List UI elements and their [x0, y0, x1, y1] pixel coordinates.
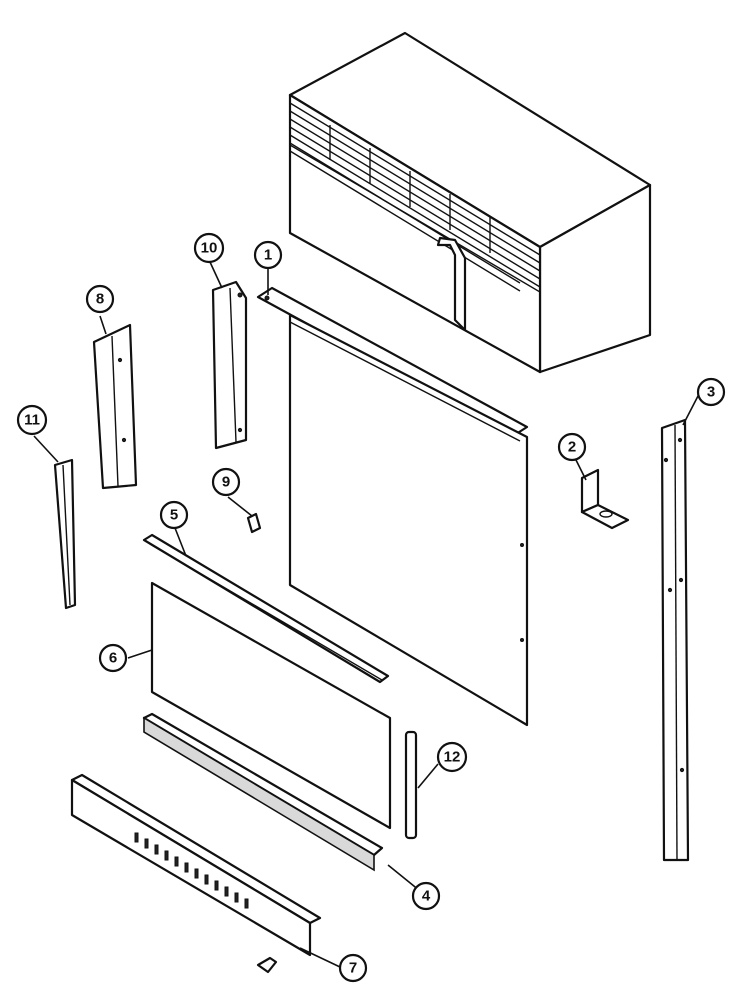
part-6-panel: [150, 581, 392, 830]
callout-3: 3: [696, 377, 726, 407]
callout-label-7: 7: [349, 960, 357, 977]
callout-label-9: 9: [222, 474, 230, 491]
callout-5: 5: [159, 500, 189, 530]
part-11-strip: [53, 458, 77, 610]
part-8-channel: [92, 323, 138, 490]
callout-11: 11: [16, 404, 48, 436]
callout-10: 10: [193, 232, 225, 264]
part-1-top-angle-and-panel: [256, 286, 529, 727]
callout-12: 12: [436, 741, 468, 773]
part-2-bracket: [580, 468, 630, 530]
part-4-bottom-channel: [142, 712, 384, 872]
callout-label-8: 8: [96, 291, 104, 308]
callout-7: 7: [338, 953, 368, 983]
panel-handle: [436, 236, 467, 332]
callout-label-11: 11: [24, 412, 40, 429]
leader-lines: [33, 261, 699, 968]
knob-screw: [256, 956, 278, 974]
base-louver-slots: [134, 832, 249, 909]
part-5-top-strip: [142, 533, 390, 684]
callout-label-4: 4: [422, 888, 431, 905]
part-12-gasket: [404, 730, 418, 840]
callout-label-5: 5: [170, 507, 178, 524]
callout-label-2: 2: [568, 439, 576, 456]
callout-8: 8: [85, 284, 115, 314]
callout-4: 4: [411, 881, 441, 911]
part-3-side-rail: [660, 418, 690, 862]
callout-label-10: 10: [201, 240, 218, 257]
part-10-bracket: [211, 280, 248, 450]
callout-label-12: 12: [444, 749, 461, 766]
callout-label-1: 1: [264, 247, 272, 264]
callout-6: 6: [98, 643, 128, 673]
front-grille-louvers: [289, 102, 541, 292]
air-conditioner-unit: [288, 31, 652, 374]
callout-9: 9: [211, 467, 241, 497]
callout-label-3: 3: [707, 384, 715, 401]
callout-label-6: 6: [109, 650, 117, 667]
part-9-clip: [246, 512, 262, 534]
callout-1: 1: [253, 240, 283, 270]
callout-2: 2: [557, 432, 587, 462]
part-7-front-base: [70, 773, 322, 974]
